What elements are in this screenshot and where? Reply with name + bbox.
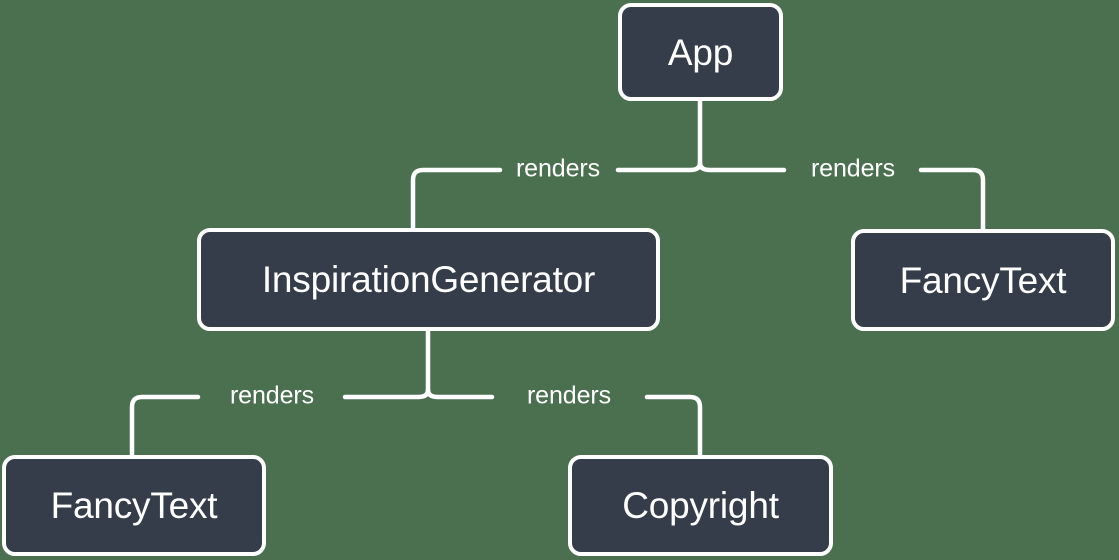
edge-ig-to-copyright-outer-seg xyxy=(644,394,703,458)
edge-label-inspirationgenerator-to-fancytext: renders xyxy=(229,381,315,410)
node-inspirationgenerator-label: InspirationGenerator xyxy=(261,259,596,300)
edge-label-app-to-inspirationgenerator: renders xyxy=(515,154,601,183)
node-copyright-label: Copyright xyxy=(622,485,779,526)
node-fancytext-left[interactable]: FancyText xyxy=(2,455,266,556)
edge-ig-to-fancytext-inner-seg xyxy=(342,387,431,400)
node-fancytext-right-label: FancyText xyxy=(899,259,1067,301)
edge-ig-to-fancytext-outer-seg xyxy=(129,394,201,458)
node-copyright[interactable]: Copyright xyxy=(568,455,833,556)
edge-label-inspirationgenerator-to-copyright: renders xyxy=(526,381,612,410)
edge-app-to-inspiration-right-seg xyxy=(615,160,703,173)
edge-ig-to-copyright-inner-seg xyxy=(425,387,495,400)
node-fancytext-right[interactable]: FancyText xyxy=(851,229,1115,331)
edge-app-to-inspiration-left-seg xyxy=(410,167,503,231)
edge-app-to-fancytext-right-inner-seg xyxy=(697,160,787,173)
edge-app-to-fancytext-right-outer-seg xyxy=(918,167,986,232)
node-inspirationgenerator[interactable]: InspirationGenerator xyxy=(197,228,660,331)
node-app[interactable]: App xyxy=(618,3,783,101)
node-fancytext-left-label: FancyText xyxy=(50,485,218,526)
node-app-label: App xyxy=(667,31,734,73)
edge-label-app-to-fancytext: renders xyxy=(810,154,896,183)
